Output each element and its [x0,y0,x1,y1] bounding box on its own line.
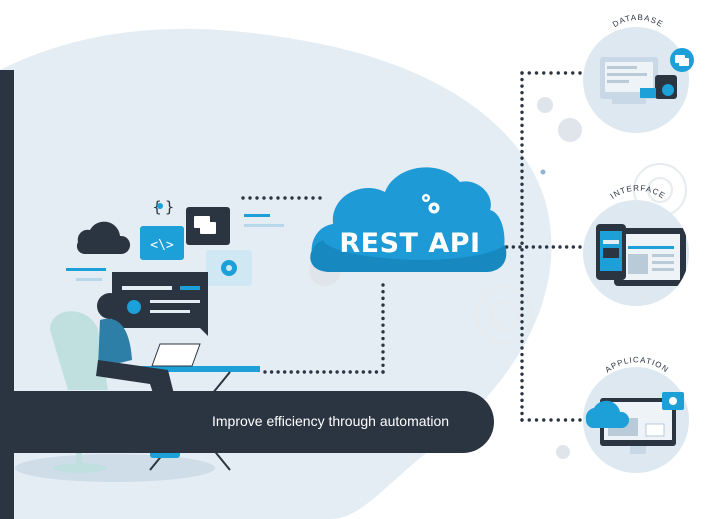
connector-lines [241,71,582,422]
rest-api-cloud [310,167,507,272]
banner [0,391,494,453]
person-illustration: <\> { } [50,198,284,473]
rest-api-label: REST API [339,228,481,259]
svg-text:<\>: <\> [150,238,174,253]
svg-text:INTERFACE: INTERFACE [609,184,667,201]
svg-text:APPLICATION: APPLICATION [603,355,670,374]
svg-text:}: } [165,198,174,216]
svg-text:DATABASE: DATABASE [611,13,665,29]
interface-label: INTERFACE [609,184,666,201]
node-application [583,367,689,473]
svg-text:{: { [152,198,161,216]
code-icon [140,226,184,260]
floor-shadow [15,454,215,482]
node-database [583,27,694,133]
node-interface [583,200,689,306]
cloud-icon [76,221,131,254]
application-label: APPLICATION [603,355,669,374]
banner-text: Improve efficiency through automation [212,413,450,429]
database-label: DATABASE [611,13,664,29]
